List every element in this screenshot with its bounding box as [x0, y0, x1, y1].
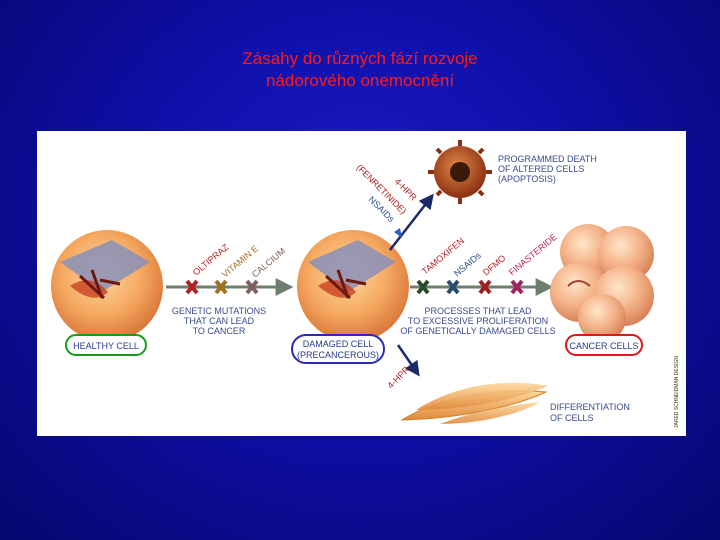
x-mark-nsaids — [446, 279, 460, 295]
damaged-cell-illustration — [297, 230, 409, 342]
differentiated-cells-illustration — [400, 382, 548, 424]
caption-genetic-2: THAT CAN LEAD — [184, 316, 255, 326]
cancer-cells-text: CANCER CELLS — [569, 341, 638, 351]
x-mark-tamoxifen — [416, 279, 430, 295]
x-mark-dfmo — [478, 279, 492, 295]
damaged-cell-text-1: DAMAGED CELL — [303, 339, 374, 349]
agent-4-hpr-differentiation: 4-HPR — [385, 364, 412, 391]
apoptotic-cell-illustration — [428, 140, 492, 204]
caption-apoptosis-3: (APOPTOSIS) — [498, 174, 556, 184]
title-line-2: nádorového onemocnění — [265, 71, 455, 90]
healthy-cell-label: HEALTHY CELL — [65, 334, 147, 356]
x-mark-finasteride — [510, 279, 524, 295]
cancer-cells-label: CANCER CELLS — [565, 334, 643, 356]
caption-differentiation-1: DIFFERENTIATION — [550, 402, 630, 412]
caption-processes-2: TO EXCESSIVE PROLIFERATION — [408, 316, 548, 326]
arrow-to-differentiation — [396, 344, 420, 377]
title-line-1: Zásahy do různých fází rozvoje — [242, 49, 478, 68]
slide-title: Zásahy do různých fází rozvoje nádorovéh… — [0, 48, 720, 92]
healthy-cell-text: HEALTHY CELL — [73, 341, 139, 351]
agent-nsaids: NSAIDs — [452, 250, 483, 279]
x-mark-oltipraz — [185, 279, 199, 295]
x-mark-vitamin-e — [214, 279, 228, 295]
caption-apoptosis-1: PROGRAMMED DEATH — [498, 154, 597, 164]
caption-genetic-3: TO CANCER — [193, 326, 246, 336]
caption-differentiation-2: OF CELLS — [550, 413, 594, 423]
diagram-panel-corner — [37, 131, 257, 223]
arrow-to-apoptosis — [389, 193, 434, 251]
caption-processes-3: OF GENETICALLY DAMAGED CELLS — [400, 326, 555, 336]
damaged-cell-label: DAMAGED CELL (PRECANCEROUS) — [291, 334, 385, 364]
caption-apoptosis-2: OF ALTERED CELLS — [498, 164, 584, 174]
cancer-cells-illustration — [550, 224, 654, 342]
caption-processes-1: PROCESSES THAT LEAD — [424, 306, 532, 316]
design-credit: JARED SCHNEIDMAN DESIGN — [674, 356, 680, 428]
healthy-cell-illustration — [51, 230, 163, 342]
agent-dfmo: DFMO — [481, 253, 508, 278]
damaged-cell-text-2: (PRECANCEROUS) — [297, 350, 379, 360]
caption-genetic-1: GENETIC MUTATIONS — [172, 306, 266, 316]
agent-finasteride: FINASTERIDE — [507, 232, 559, 278]
x-mark-calcium — [245, 279, 259, 295]
